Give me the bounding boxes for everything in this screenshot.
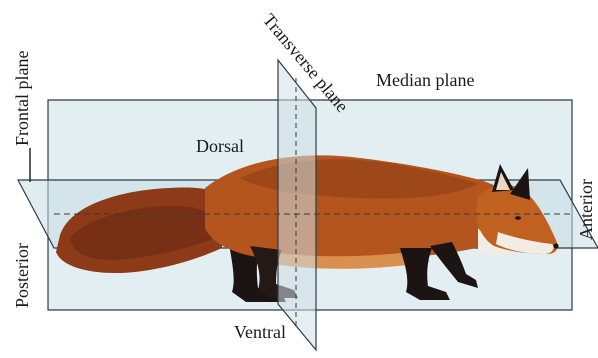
transverse-plane xyxy=(278,60,316,350)
dorsal-label: Dorsal xyxy=(196,136,244,156)
posterior-label: Posterior xyxy=(12,243,32,308)
anterior-label: Anterior xyxy=(576,179,596,240)
ventral-label: Ventral xyxy=(234,322,286,342)
median-plane-label: Median plane xyxy=(376,70,474,90)
frontal-plane-label: Frontal plane xyxy=(12,51,32,146)
